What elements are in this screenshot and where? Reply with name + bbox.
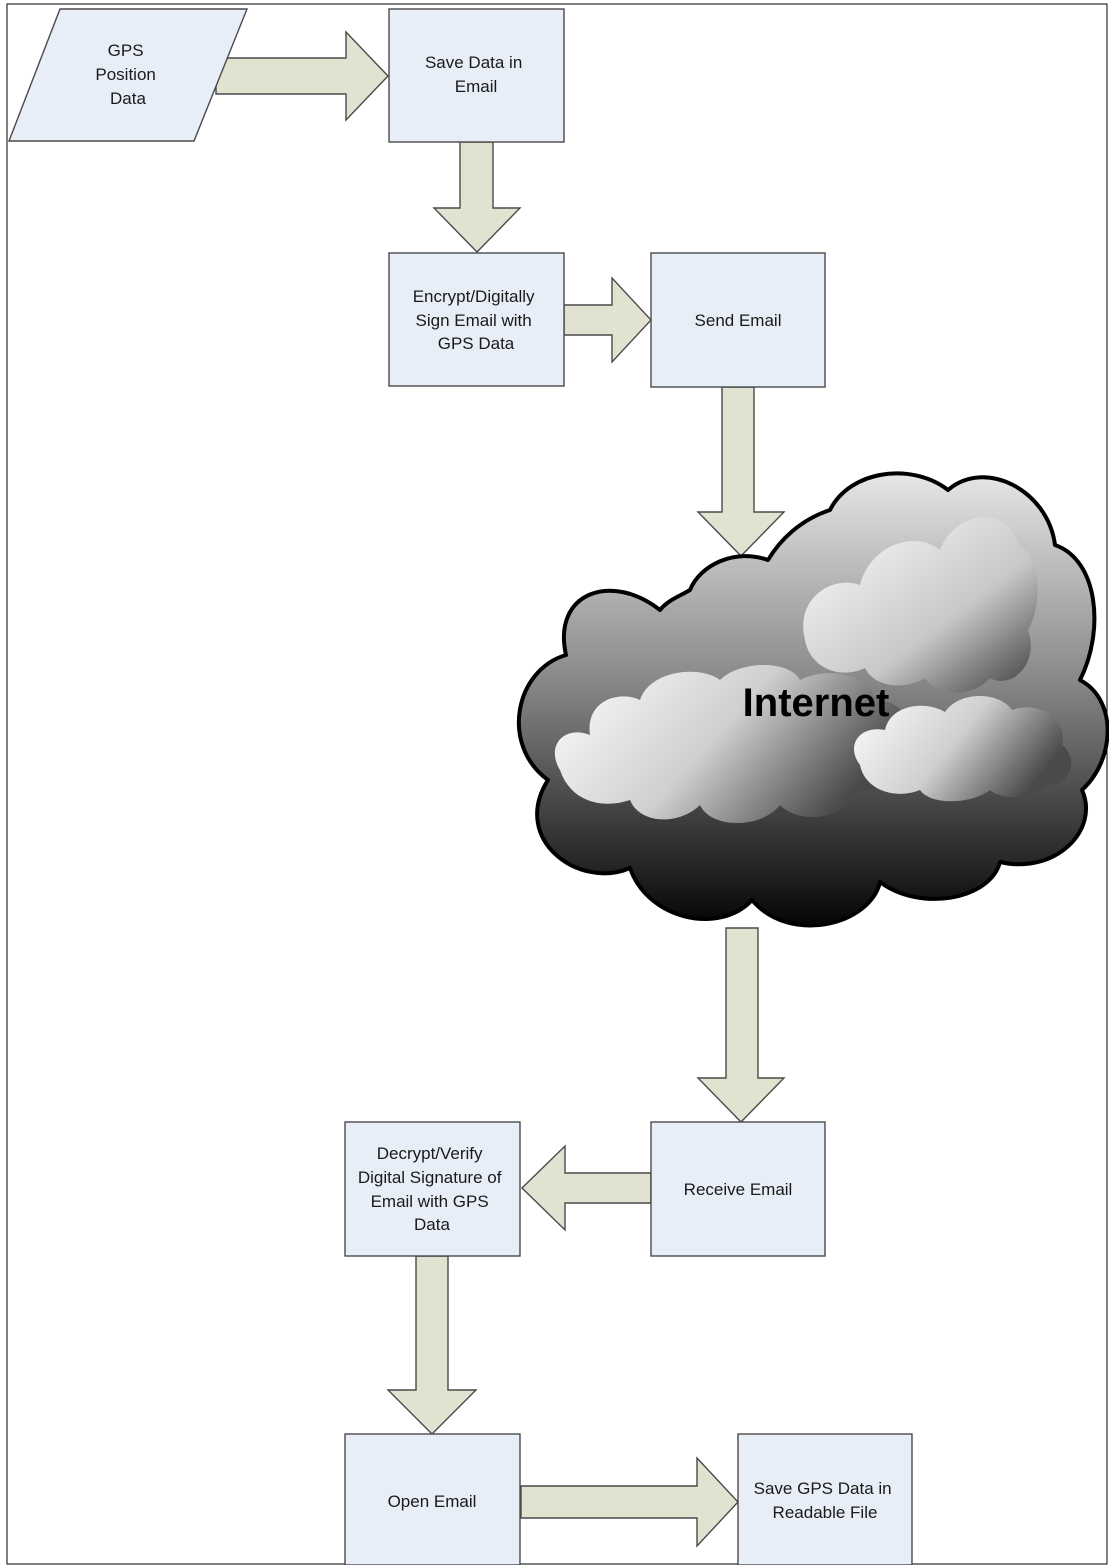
encrypt-sign-label: Encrypt/Digitally Sign Email with GPS Da…	[413, 287, 540, 353]
save-gps-file-label: Save GPS Data in Readable File	[754, 1479, 897, 1522]
decrypt-verify-node: Decrypt/Verify Digital Signature of Emai…	[344, 1121, 521, 1257]
arrow-save-to-encrypt	[432, 141, 522, 254]
arrow-encrypt-to-send	[563, 276, 652, 364]
receive-email-label: Receive Email	[684, 1180, 793, 1199]
arrow-receive-to-decrypt	[520, 1144, 652, 1232]
save-gps-file-node: Save GPS Data in Readable File	[737, 1433, 913, 1565]
send-email-node: Send Email	[650, 252, 826, 388]
arrow-send-to-internet	[696, 386, 786, 558]
open-email-node: Open Email	[344, 1433, 521, 1565]
receive-email-node: Receive Email	[650, 1121, 826, 1257]
arrow-decrypt-to-open	[386, 1255, 478, 1435]
arrow-open-to-savefile	[520, 1456, 739, 1548]
page-frame	[6, 3, 1108, 1565]
save-data-in-email-node: Save Data in Email	[388, 8, 565, 143]
save-email-label: Save Data in Email	[425, 53, 527, 96]
send-email-label: Send Email	[695, 311, 782, 330]
open-email-label: Open Email	[388, 1492, 477, 1511]
gps-node-label: GPS Position Data	[95, 41, 160, 108]
decrypt-verify-label: Decrypt/Verify Digital Signature of Emai…	[358, 1144, 506, 1234]
cloud-puff-left	[554, 665, 909, 824]
arrow-internet-to-receive	[696, 927, 786, 1124]
cloud-puff-upper	[803, 517, 1038, 693]
gps-position-data-node: GPS Position Data	[7, 8, 249, 142]
internet-label: Internet	[743, 681, 890, 725]
cloud-puff-right	[854, 696, 1072, 802]
encrypt-sign-email-node: Encrypt/Digitally Sign Email with GPS Da…	[388, 252, 565, 387]
internet-cloud: Internet	[516, 471, 1109, 928]
arrow-gps-to-save	[215, 30, 389, 122]
